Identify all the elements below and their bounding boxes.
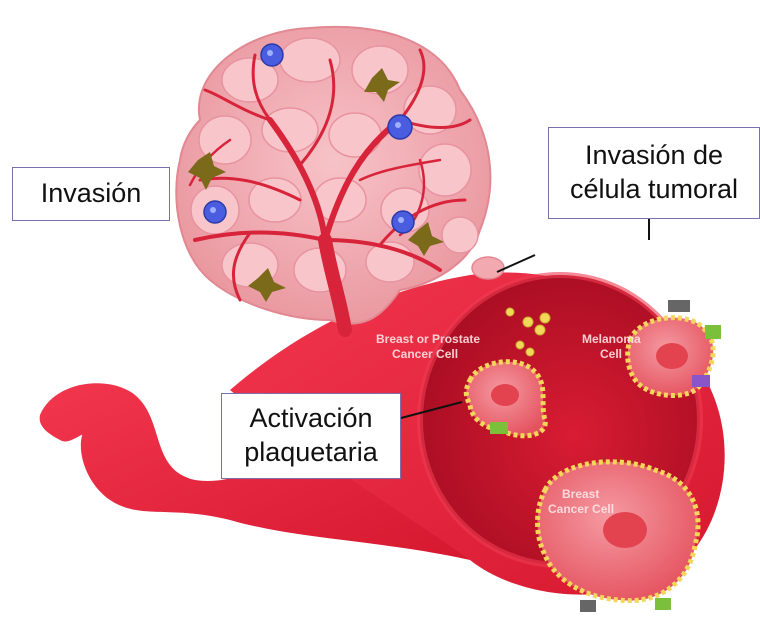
breast-label-line2: Cancer Cell [548,502,614,516]
melanoma-label-line1: Melanoma [582,332,641,346]
tumor-cell-invasion-label: Invasión de célula tumoral [548,127,760,219]
platelet-activation-label: Activación plaquetaria [221,393,401,479]
melanoma-label-line2: Cell [600,347,622,361]
platelet-activation-line1: Activación [249,402,372,436]
invasion-label-text: Invasión [41,177,142,211]
tumor-cell-invasion-line2: célula tumoral [570,173,738,207]
tumor-cell-invasion-line1: Invasión de [585,139,723,173]
breast-prostate-label-line2: Cancer Cell [392,347,458,361]
breast-cancer-cell [538,462,699,601]
invasion-label: Invasión [12,167,170,221]
platelet-activation-line2: plaquetaria [244,436,378,470]
breast-prostate-label-line1: Breast or Prostate [376,332,480,346]
breast-label-line1: Breast [562,487,599,501]
invading-cell-bulge [472,257,504,279]
